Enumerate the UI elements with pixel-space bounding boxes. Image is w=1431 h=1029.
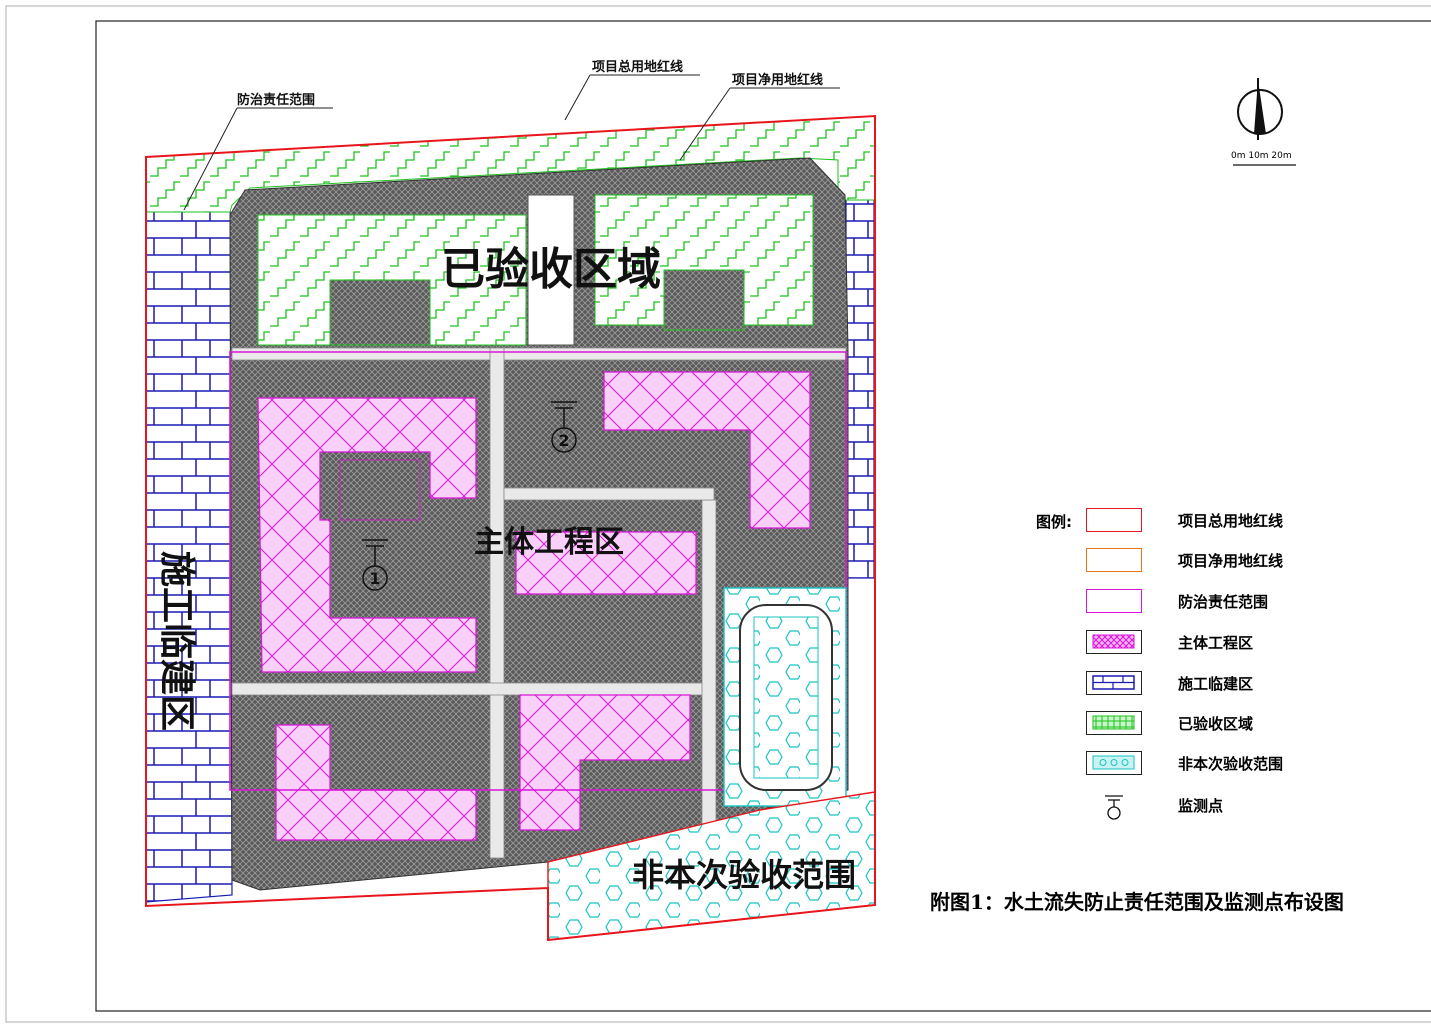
legend-item-accepted-area: 已验收区域 [1086,709,1416,737]
scale-label: 0m 10m 20m [1231,151,1292,161]
legend-item-prevention-scope: 防治责任范围 [1086,587,1416,615]
legend-item-main-works: 主体工程区 [1086,628,1416,656]
legend-label: 项目总用地红线 [1178,512,1284,530]
main-works-area [257,371,811,841]
legend-swatch [1086,508,1142,532]
accepted-area [257,194,814,346]
legend-item-net-red-line: 项目净用地红线 [1086,546,1416,574]
north-arrow-icon [1237,78,1283,140]
label-construction-camp: 施工临建区 [156,551,197,731]
callout-leaders [183,74,840,211]
legend-label: 监测点 [1178,797,1224,815]
construction-camp-area [145,156,233,903]
legend-swatch [1086,630,1142,654]
callout-prevention-scope: 防治责任范围 [237,92,315,108]
legend-label: 防治责任范围 [1178,593,1269,611]
monitoring-point-1 [362,539,388,591]
sports-field [723,587,847,807]
construction-camp-strip-right [845,197,875,579]
legend: 图例: 项目总用地红线 项目净用地红线 防治责任范围 主体工程区 施工临建区 已… [1036,503,1416,833]
legend-label: 施工临建区 [1178,675,1254,693]
legend-swatch [1086,548,1142,572]
monitoring-point-1-label: 1 [369,569,380,588]
legend-label: 项目净用地红线 [1178,552,1284,570]
legend-label: 主体工程区 [1178,634,1254,652]
label-not-this-acceptance: 非本次验收范围 [632,856,856,894]
legend-swatch [1086,751,1142,775]
internal-roads [231,347,847,859]
monitoring-point-2-label: 2 [558,431,569,450]
sheet-frame [95,20,1431,1012]
legend-item-monitoring-point: 监测点 [1086,791,1416,820]
monitoring-point-2 [551,401,577,453]
legend-title: 图例: [1036,513,1072,531]
total-red-line [145,114,876,942]
callout-net-red-line: 项目净用地红线 [732,72,823,88]
legend-swatch [1086,589,1142,613]
label-accepted-area: 已验收区域 [441,244,661,295]
monitor-symbol-icon [1086,793,1142,820]
legend-swatch [1086,711,1142,735]
figure-caption: 附图1：水土流失防止责任范围及监测点布设图 [930,890,1344,914]
label-main-works: 主体工程区 [474,525,624,560]
callout-total-red-line: 项目总用地红线 [592,59,683,75]
legend-label: 非本次验收范围 [1178,755,1284,773]
legend-swatch [1086,671,1142,695]
legend-item-construction-camp: 施工临建区 [1086,669,1416,697]
legend-item-not-this-acceptance: 非本次验收范围 [1086,749,1416,777]
legend-item-total-red-line: 项目总用地红线 [1086,506,1416,534]
legend-label: 已验收区域 [1178,715,1254,733]
